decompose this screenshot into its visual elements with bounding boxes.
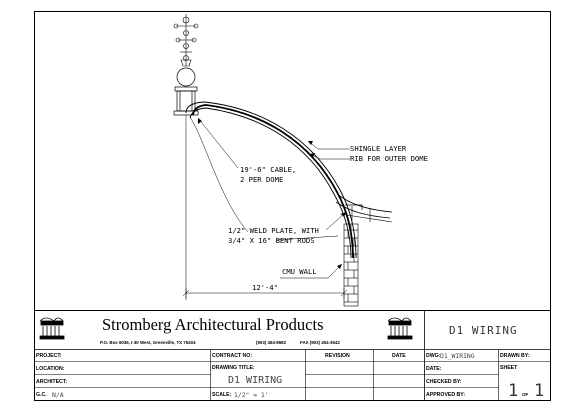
annotation-shingle-layer: SHINGLE LAYER xyxy=(350,144,407,153)
drawn-by-label: DRAWN BY: xyxy=(500,353,530,359)
company-fax: FAX (903) 454-3642 xyxy=(300,340,340,345)
dome-section-drawing: SHINGLE LAYER RIB FOR OUTER DOME 19'-6" … xyxy=(173,14,428,307)
cmu-wall xyxy=(343,223,359,307)
drawing-title-value: D1 WIRING xyxy=(228,375,282,386)
company-logo-right-icon xyxy=(387,317,413,340)
finial-cross-icon xyxy=(173,14,199,67)
annotation-rib-outer-dome: RIB FOR OUTER DOME xyxy=(350,154,428,163)
leader-arrowheads xyxy=(198,118,346,269)
company-name: Stromberg Architectural Products xyxy=(102,315,324,334)
annotation-weld-plate-line1: 1/2" WELD PLATE, WITH xyxy=(228,226,319,235)
annotation-weld-plate-line2: 3/4" X 16" BENT RODS xyxy=(228,236,315,245)
sheet-border xyxy=(34,11,551,401)
finial-ball xyxy=(176,67,196,87)
dwg-value: D1_WIRING xyxy=(440,352,475,360)
date-label: DATE: xyxy=(426,366,442,372)
company-logo-icon xyxy=(39,317,65,340)
architect-label: ARCHITECT: xyxy=(36,379,67,385)
leader-lines xyxy=(197,117,350,279)
sheet-label: SHEET xyxy=(500,365,518,371)
revision-date-header: DATE xyxy=(392,353,406,359)
scale-label: SCALE: xyxy=(212,392,232,398)
drawing-title-label: DRAWING TITLE: xyxy=(212,365,255,371)
scale-value: 1/2" = 1' xyxy=(234,391,269,399)
location-label: LOCATION: xyxy=(36,366,65,372)
dwg-label: DWG: xyxy=(426,353,441,359)
company-phone: (903) 454-8682 xyxy=(256,340,287,345)
dimension-text: 12'-4" xyxy=(252,283,278,292)
gc-value: N/A xyxy=(52,391,64,399)
sheet-of-label: OF xyxy=(522,392,529,397)
dome-ribs xyxy=(185,101,393,259)
gc-label: G.C. xyxy=(36,392,47,398)
dimension-line xyxy=(182,288,348,298)
project-label: PROJECT: xyxy=(36,353,62,359)
annotation-cmu-wall: CMU WALL xyxy=(282,267,317,276)
sheet-total: 1 xyxy=(534,381,544,401)
annotation-cable-line2: 2 PER DOME xyxy=(240,175,283,184)
sheet-number: 1 xyxy=(508,381,518,401)
contract-no-label: CONTRACT NO: xyxy=(212,353,252,359)
annotation-cable-line1: 19'-6" CABLE, xyxy=(240,165,296,174)
title-block: Stromberg Architectural Products P.O. Bo… xyxy=(34,310,551,401)
revision-header: REVISION xyxy=(325,353,350,359)
checked-by-label: CHECKED BY: xyxy=(426,379,462,385)
drawing-name-header: D1 WIRING xyxy=(449,324,518,337)
approved-by-label: APPROVED BY: xyxy=(426,392,465,398)
company-address: P.O. Box 6036, I-30 West, Greenville, TX… xyxy=(100,340,196,345)
